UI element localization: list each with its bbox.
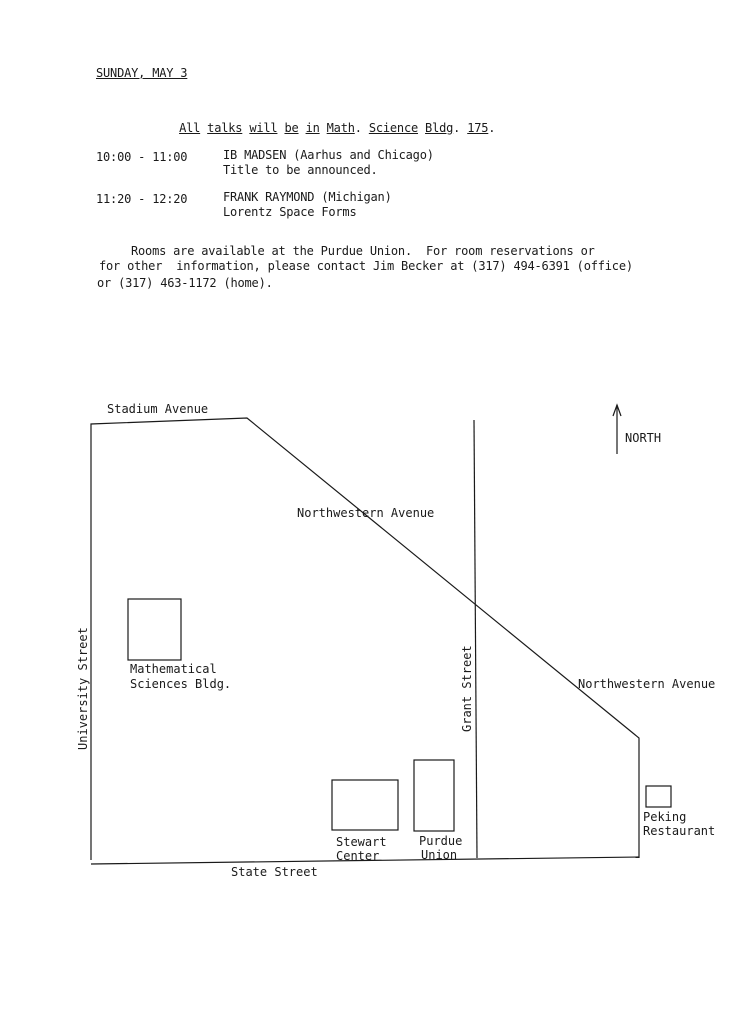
schedule-title: Lorentz Space Forms <box>223 205 357 219</box>
location-word: Bldg <box>425 121 454 135</box>
stewart-center-building <box>331 779 399 831</box>
location-word: 175 <box>467 121 489 135</box>
info-line: or (317) 463-1172 (home). <box>97 276 273 290</box>
northwestern-avenue-label: Northwestern Avenue <box>578 677 715 691</box>
purdue-union-building <box>413 759 455 832</box>
map-boundary <box>90 417 640 860</box>
date-heading: SUNDAY, MAY 3 <box>96 66 188 80</box>
purdue-union-label: Purdue <box>419 834 462 848</box>
schedule-speaker: FRANK RAYMOND (Michigan) <box>223 190 392 204</box>
location-word: in <box>305 121 320 135</box>
northwestern-avenue-label: Northwestern Avenue <box>297 506 434 520</box>
stewart-center-label: Center <box>336 849 379 863</box>
math-sciences-building <box>127 598 182 661</box>
peking-restaurant-building <box>645 785 672 808</box>
info-line: for other information, please contact Ji… <box>99 259 633 273</box>
location-word: . <box>488 121 496 135</box>
stewart-center-label: Stewart <box>336 835 387 849</box>
state-street-line <box>90 856 640 865</box>
location-note: All talks will be in Math. Science Bldg.… <box>165 106 495 136</box>
north-arrow-head-icon <box>612 403 622 417</box>
schedule-title: Title to be announced. <box>223 163 378 177</box>
schedule-time: 11:20 - 12:20 <box>96 192 188 206</box>
location-word: Science <box>368 121 419 135</box>
schedule-time: 10:00 - 11:00 <box>96 150 188 164</box>
stadium-avenue-label: Stadium Avenue <box>107 402 208 416</box>
peking-restaurant-label: Restaurant <box>643 824 715 838</box>
info-line: Rooms are available at the Purdue Union.… <box>131 244 595 258</box>
location-word: All <box>179 121 201 135</box>
state-street-label: State Street <box>231 865 318 879</box>
peking-restaurant-label: Peking <box>643 810 686 824</box>
schedule-speaker: IB MADSEN (Aarhus and Chicago) <box>223 148 434 162</box>
grant-street-label: Grant Street <box>460 645 474 732</box>
university-street-label: University Street <box>76 627 90 750</box>
location-word: . <box>453 121 461 135</box>
math-building-label: Mathematical <box>130 662 217 676</box>
location-word: talks <box>207 121 243 135</box>
location-word: will <box>249 121 278 135</box>
grant-street-line <box>473 419 478 859</box>
math-building-label: Sciences Bldg. <box>130 677 231 691</box>
purdue-union-label: Union <box>421 848 457 862</box>
location-word: Math <box>326 121 355 135</box>
location-word: be <box>284 121 299 135</box>
location-word: . <box>354 121 362 135</box>
north-label: NORTH <box>625 431 661 445</box>
